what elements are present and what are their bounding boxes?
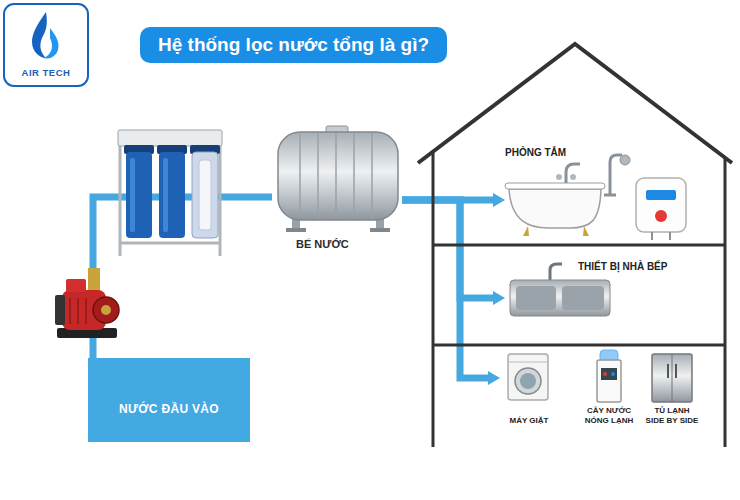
kitchen-zone: THIẾT BỊ NHÀ BẾP — [505, 250, 717, 340]
water-heater — [669, 232, 671, 240]
water-pipe — [402, 200, 488, 378]
kitchen-sink — [550, 264, 562, 282]
house-outline — [418, 44, 732, 163]
node-label: CÂY NƯỚC NÓNG LẠNH — [582, 406, 637, 426]
water-heater — [636, 178, 686, 232]
water-heater — [655, 210, 667, 222]
shower — [604, 194, 616, 197]
node-label: NƯỚC ĐẦU VÀO — [119, 402, 219, 416]
kitchen-sink — [562, 286, 604, 310]
filter-housings — [126, 152, 152, 238]
water-tank — [278, 132, 398, 220]
bathtub — [505, 183, 605, 189]
washing-machine — [508, 362, 548, 363]
appliance-node: TỦ LẠNH SIDE BY SIDE — [643, 350, 701, 428]
logo-frame — [4, 4, 88, 86]
pump — [85, 298, 87, 324]
filter-housings — [192, 152, 218, 238]
pump — [55, 268, 119, 338]
water-tank — [299, 134, 301, 218]
kitchen-sink — [510, 280, 610, 316]
water-tank — [371, 133, 373, 219]
filter-housings — [159, 152, 185, 238]
filter-housings — [130, 158, 135, 232]
pump — [66, 279, 86, 292]
fridge — [675, 364, 677, 378]
water-dispenser — [601, 368, 617, 380]
washing-machine — [508, 354, 548, 400]
washing-machine — [520, 373, 536, 389]
pump — [69, 298, 71, 324]
water-tank — [286, 228, 306, 232]
bathtub — [583, 226, 589, 236]
appliance-node: CÂY NƯỚC NÓNG LẠNH — [580, 350, 638, 428]
bathtub — [523, 226, 529, 236]
water-dispenser — [603, 372, 607, 376]
water-heater — [646, 190, 676, 200]
node-label: MÁY GIẶT — [502, 416, 557, 426]
fridge — [667, 364, 669, 378]
house-outline — [724, 158, 727, 447]
fridge — [652, 354, 692, 402]
pump — [101, 305, 111, 315]
water-dispenser — [611, 372, 615, 376]
brand-name: AIR TECH — [4, 67, 88, 78]
filter-housings — [118, 130, 222, 146]
filter-housings — [118, 130, 222, 256]
washing-machine — [515, 368, 541, 394]
water-pipe — [402, 200, 493, 298]
water-tank — [317, 133, 319, 219]
house-outline — [433, 344, 725, 347]
bathtub — [505, 164, 605, 236]
node-label: PHÒNG TẮM — [505, 147, 566, 158]
pump — [93, 297, 119, 323]
title-banner: Hệ thống lọc nước tổng là gì? — [140, 27, 447, 63]
input-water-box: NƯỚC ĐẦU VÀO — [88, 358, 250, 442]
water-dispenser — [597, 350, 621, 402]
tank-node: BỂ NƯỚC — [272, 122, 402, 252]
shower — [604, 155, 630, 195]
bathtub — [570, 174, 576, 180]
filter-housings — [163, 158, 168, 232]
shower — [620, 155, 630, 165]
water-tank — [278, 126, 398, 232]
pump — [77, 298, 79, 324]
fridge — [672, 354, 673, 402]
filter-housings — [199, 160, 211, 230]
water-tank — [370, 228, 390, 232]
bathtub — [509, 189, 601, 228]
filter-housings — [120, 242, 220, 245]
house-outline — [433, 244, 725, 247]
pump — [88, 268, 100, 292]
bathtub — [566, 164, 580, 183]
water-dispenser — [597, 360, 621, 402]
logo-frame — [32, 12, 47, 58]
appliance-node: MÁY GIẶT — [500, 350, 558, 428]
node-label: TỦ LẠNH SIDE BY SIDE — [645, 406, 700, 426]
house-outline — [418, 44, 732, 447]
water-tank — [335, 133, 337, 219]
house-outline — [432, 152, 435, 447]
filter-housings — [119, 132, 122, 256]
water-heater — [651, 232, 653, 240]
fridge — [652, 354, 692, 402]
logo-frame — [4, 4, 88, 86]
node-label: BỂ NƯỚC — [296, 238, 349, 250]
washing-machine — [508, 354, 548, 400]
node-label: THIẾT BỊ NHÀ BẾP — [578, 261, 667, 272]
logo-frame — [44, 28, 59, 59]
water-heater — [636, 178, 686, 240]
water-tank — [353, 133, 355, 219]
bathroom-zone: PHÒNG TẮM — [505, 136, 720, 240]
bathtub — [556, 174, 562, 180]
kitchen-sink — [516, 286, 556, 310]
pump — [55, 295, 65, 325]
